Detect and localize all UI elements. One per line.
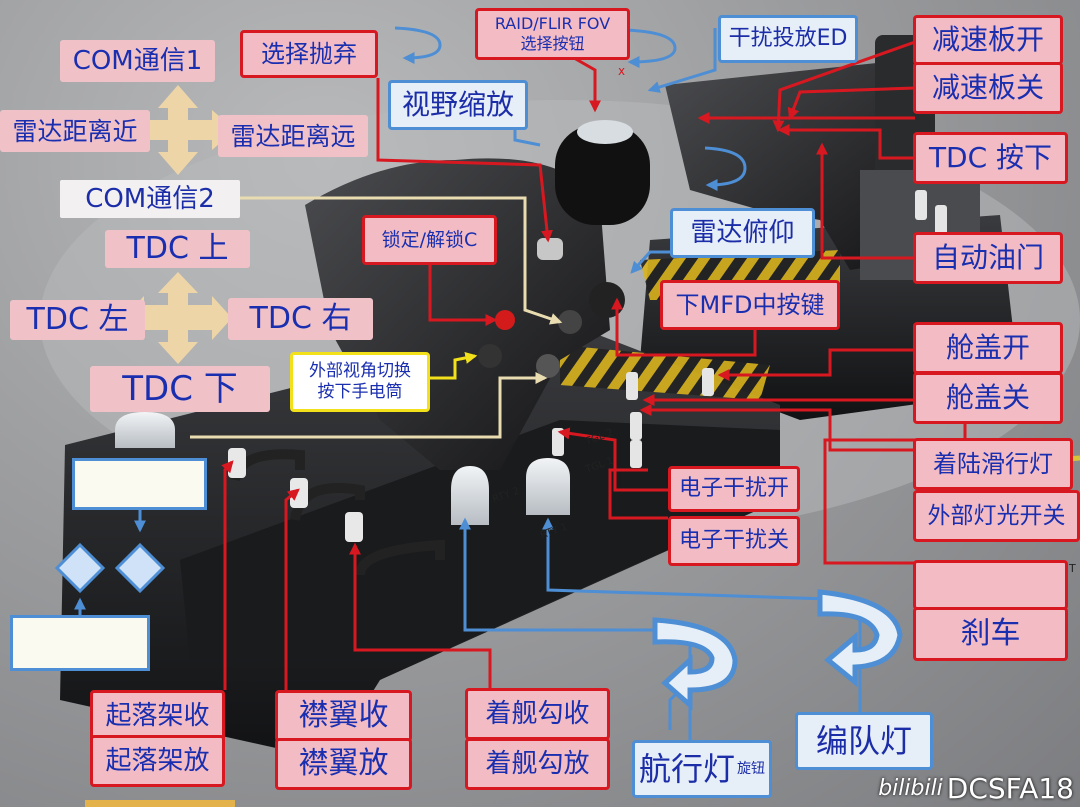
label-external-view-line1: 外部视角切换 — [309, 361, 411, 381]
label-raid-flir-fov-line1: RAID/FLIR FOV — [494, 14, 611, 33]
stray-x-mark: x — [618, 64, 626, 78]
watermark-text: DCSFA18 — [946, 772, 1074, 805]
label-brake: 刹车 — [913, 607, 1068, 661]
label-radar-range-far: 雷达距离远 — [218, 115, 368, 157]
label-jammer-dispense: 干扰投放ED — [718, 15, 858, 63]
label-blank-red — [913, 560, 1068, 610]
label-tdc-left: TDC 左 — [10, 300, 145, 340]
label-canopy-open: 舱盖开 — [913, 322, 1063, 374]
blank-box-lower — [10, 615, 150, 671]
label-ecm-off: 电子干扰关 — [668, 516, 800, 566]
label-com2: COM通信2 — [60, 180, 240, 218]
label-landing-taxi-light: 着陆滑行灯 — [913, 438, 1073, 490]
label-external-view-toggle: 外部视角切换 按下手电筒 — [290, 352, 430, 412]
label-tdc-up: TDC 上 — [105, 230, 250, 268]
label-tdc-right: TDC 右 — [228, 298, 373, 340]
label-fov-zoom: 视野缩放 — [388, 80, 528, 130]
label-com1: COM通信1 — [60, 40, 215, 82]
label-auto-throttle: 自动油门 — [913, 232, 1063, 284]
bilibili-logo: bilibili — [878, 776, 943, 801]
label-radar-range-near: 雷达距离近 — [0, 110, 150, 152]
label-nav-knob-overlap: 旋钮 — [737, 761, 765, 777]
label-hook-up: 着舰勾收 — [465, 688, 610, 740]
watermark: bilibili DCSFA18 — [878, 772, 1074, 805]
label-ecm-on: 电子干扰开 — [668, 466, 800, 512]
label-flaps-down: 襟翼放 — [275, 738, 412, 790]
label-hook-down: 着舰勾放 — [465, 738, 610, 790]
label-external-view-line2: 按下手电筒 — [317, 382, 403, 402]
label-raid-flir-fov-line2: 选择按钮 — [520, 34, 585, 53]
label-formation-lights: 编队灯 — [795, 712, 933, 770]
label-tdc-down: TDC 下 — [90, 366, 270, 412]
stray-t-mark: T — [1069, 562, 1076, 575]
label-radar-elevation: 雷达俯仰 — [670, 208, 815, 258]
label-raid-flir-fov: RAID/FLIR FOV 选择按钮 — [475, 8, 630, 60]
label-nav-lights: 航行灯 旋钮 — [632, 740, 772, 798]
label-nav-lights-text: 航行灯 — [638, 750, 735, 788]
blank-box-upper — [72, 458, 207, 510]
label-canopy-close: 舱盖关 — [913, 372, 1063, 424]
label-speedbrake-open: 减速板开 — [913, 15, 1063, 65]
label-flaps-up: 襟翼收 — [275, 690, 412, 742]
label-select-jettison: 选择抛弃 — [240, 30, 378, 78]
label-mfd-center-button: 下MFD中按键 — [660, 280, 840, 330]
label-exterior-lights-switch: 外部灯光开关 — [913, 490, 1080, 542]
label-tdc-press: TDC 按下 — [913, 132, 1068, 184]
label-gear-down: 起落架放 — [90, 735, 225, 787]
label-lock-unlock: 锁定/解锁C — [362, 215, 497, 265]
label-gear-up: 起落架收 — [90, 690, 225, 742]
label-speedbrake-close: 减速板关 — [913, 62, 1063, 114]
